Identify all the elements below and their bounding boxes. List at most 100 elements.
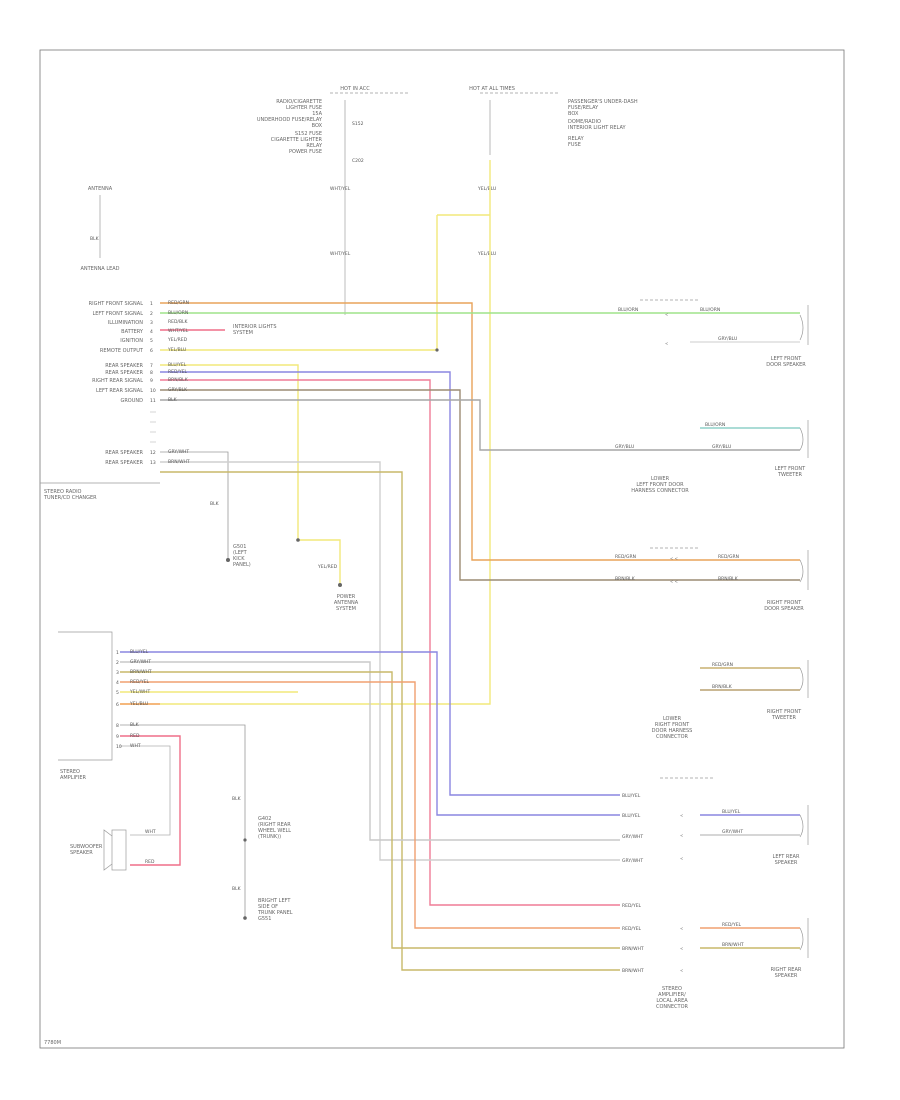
rf-tweeter-wire-top: RED/GRN (712, 662, 733, 668)
lr-wire: BLU/YEL (622, 793, 641, 799)
rf-door-label: RIGHT FRONT (767, 600, 802, 606)
radio-pin-name: REAR SPEAKER (105, 450, 143, 456)
wire-blu-yel-radio (160, 371, 620, 796)
radio-pin-number: 2 (150, 311, 153, 317)
radio-ground-line: G501 (233, 544, 246, 550)
fuse-right-line: BOX (568, 111, 579, 117)
footer-code: 7780M (44, 1040, 61, 1046)
illumination-label: INTERIOR LIGHTS SYSTEM (233, 324, 277, 336)
lf-tweeter-wire-top: BLU/ORN (705, 422, 725, 428)
lf-door-label: LEFT FRONT (771, 356, 802, 362)
rr-label: SPEAKER (775, 973, 798, 979)
fuse-right-line: FUSE (568, 142, 581, 148)
fuse-right-line: PASSENGER'S UNDER-DASH (568, 99, 638, 105)
fuse-left-line: UNDERHOOD FUSE/RELAY (257, 117, 323, 123)
lf-door-speaker: BLU/ORN BLU/ORN GRY/BLU LEFT FRONT DOOR … (618, 299, 809, 368)
amp-pin-wire: BLU/YEL (130, 649, 149, 655)
amp-ground2-line: BRIGHT LEFT (258, 898, 291, 904)
radio-pin-number: 12 (150, 450, 156, 456)
amp-pin-number: 9 (116, 734, 119, 740)
rf-harness-label: LOWER (663, 716, 682, 722)
fuse-left-g-note: C202 (352, 158, 364, 164)
radio-pin-wire: GRY/BLK (168, 387, 188, 393)
amp-ground-line: G402 (258, 816, 271, 822)
rf-tweeter-wire-bottom: BRN/BLK (712, 684, 733, 690)
radio-pin-name: GROUND (120, 398, 143, 404)
svg-text:<: < (665, 312, 668, 317)
svg-text:< <: < < (670, 579, 678, 584)
rf-harness-label: DOOR HARNESS (652, 728, 693, 734)
amp-pin-wire: YEL/WHT (129, 689, 150, 695)
rf-tweeter: RED/GRN BRN/BLK RIGHT FRONT TWEETER LOWE… (652, 660, 809, 740)
amp-ground2-line: TRUNK PANEL (257, 910, 293, 916)
fuse-left-line: CIGARETTE LIGHTER (271, 137, 323, 143)
amp-pin-number: 2 (116, 660, 119, 666)
lr-label: SPEAKER (775, 860, 798, 866)
radio-pin-number: 5 (150, 338, 153, 344)
subwoofer-line: SPEAKER (70, 850, 93, 856)
radio-pin-number: 9 (150, 378, 153, 384)
radio-pin-number: 1 (150, 301, 153, 307)
rr-label: RIGHT REAR (771, 967, 802, 973)
radio-pin-wire: WHT/YEL (168, 328, 189, 334)
lf-door-wire-bottom: GRY/BLU (718, 336, 737, 342)
lf-door-wire-top: BLU/ORN (618, 307, 638, 313)
subwoofer-wire-top: WHT (145, 829, 156, 835)
lf-door-label: DOOR SPEAKER (766, 362, 806, 368)
fuse-left-line: 15A (312, 111, 322, 117)
svg-text:<: < (680, 968, 683, 973)
radio-pin-wire: RED/BLK (168, 319, 189, 325)
power-antenna-line: SYSTEM (336, 606, 356, 612)
fuse-left-title: HOT IN ACC (340, 86, 370, 92)
lf-tweeter: BLU/ORN GRY/BLU GRY/BLU LEFT FRONT TWEET… (615, 420, 809, 494)
rr-wire: BRN/WHT (622, 946, 644, 952)
radio-pin-wire: BLK (168, 397, 178, 403)
svg-text:<: < (680, 856, 683, 861)
svg-text:< <: < < (670, 556, 678, 561)
antenna-lead: ANTENNA LEAD (80, 266, 119, 272)
svg-text:<: < (680, 833, 683, 838)
radio-pin-name: LEFT FRONT SIGNAL (92, 311, 143, 317)
amplifier-box (58, 631, 113, 761)
svg-text:<: < (680, 813, 683, 818)
wire-brn-wht-radio (160, 471, 620, 971)
power-antenna-line: ANTENNA (334, 600, 359, 606)
fuse-left-relay-note: S152 (352, 121, 364, 127)
amplifier-title-line: AMPLIFIER (60, 775, 87, 781)
wire-amp-wht (120, 745, 171, 836)
wire-fuse-right (160, 160, 491, 705)
wire-amp-blk (120, 724, 246, 920)
radio-pin-number: 4 (150, 329, 153, 335)
radio-pin-wire: BLU/YEL (168, 362, 187, 368)
lf-door-wire-top-2: BLU/ORN (700, 307, 720, 313)
rf-door-speaker: RED/GRN RED/GRN BRN/BLK BRN/BLK RIGHT FR… (615, 547, 809, 612)
radio-pin-number: 3 (150, 320, 153, 326)
radio-pin-number: 11 (150, 398, 156, 404)
lf-harness-label: LEFT FRONT DOOR (636, 482, 684, 488)
radio-pin-wire: RED/YEL (168, 369, 188, 375)
antenna-title: ANTENNA (88, 186, 113, 192)
svg-text:<: < (680, 946, 683, 951)
wire-amp-blu-yel (120, 651, 620, 816)
rr-wire-b: BRN/WHT (722, 942, 744, 948)
radio-pin-wire: BLU/ORN (168, 310, 188, 316)
radio-pin-number: 13 (150, 460, 156, 466)
amplifier-ground: BLK G402 (RIGHT REAR WHEEL WELL (TRUNK))… (232, 796, 293, 922)
lf-harness-label: HARNESS CONNECTOR (631, 488, 689, 494)
splice-points (226, 348, 439, 920)
radio-ground-wire: BLK (210, 501, 220, 507)
rf-door-wire-top-a: RED/GRN (615, 554, 636, 560)
rr-harness-label: LOCAL AREA (656, 998, 688, 1004)
fuse-right-line: INTERIOR LIGHT RELAY (568, 125, 626, 131)
fuse-right-line: DOME/RADIO (568, 119, 601, 125)
wire-harness (120, 160, 800, 971)
amplifier-title: STEREO AMPLIFIER (60, 769, 87, 781)
wire-amp-red-yel (120, 681, 620, 929)
amp-pin-number: 8 (116, 723, 119, 729)
antenna-wire: BLK (90, 236, 100, 242)
amp-pin-number: 5 (116, 690, 119, 696)
wire-amp-gry-wht (120, 661, 620, 841)
left-rear-speaker: BLU/YEL BLU/YEL BLU/YEL GRY/WHT GRY/WHT … (622, 777, 809, 866)
